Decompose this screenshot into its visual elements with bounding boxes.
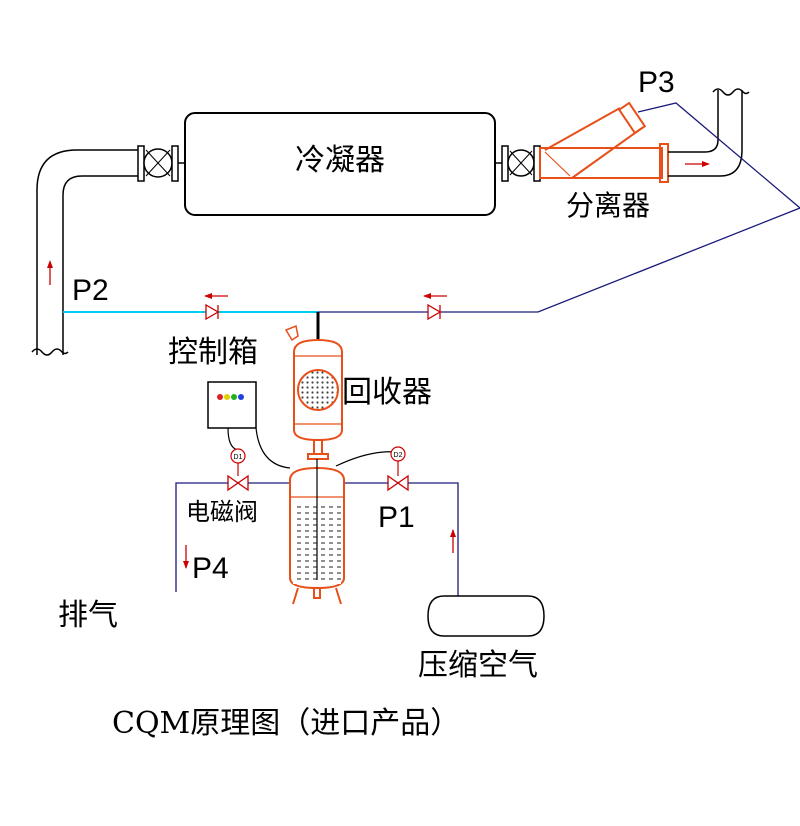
sensor-d2: D2	[390, 446, 406, 476]
flow-arrow-left-2	[423, 293, 447, 299]
solenoid-valve-label: 电磁阀	[186, 498, 258, 526]
svg-text:D1: D1	[234, 454, 243, 461]
tank-piping	[175, 482, 459, 600]
flow-arrow-right	[685, 161, 710, 167]
flow-arrow-up-left	[47, 260, 53, 285]
p1-label: P1	[378, 501, 415, 534]
indicator-yellow	[224, 394, 230, 400]
left-flange	[137, 145, 185, 182]
separator-label: 分离器	[566, 189, 650, 222]
condenser-label: 冷凝器	[295, 143, 385, 178]
recovery-label: 回收器	[342, 375, 432, 410]
indicator-green	[231, 394, 237, 400]
indicator-red	[217, 394, 223, 400]
p3-label: P3	[638, 66, 675, 99]
compressed-air-tank	[427, 595, 545, 637]
flow-arrow-down	[183, 545, 189, 569]
compressed-air-label: 压缩空气	[418, 648, 538, 683]
diagram-caption: CQM原理图（进口产品）	[112, 706, 460, 741]
flow-arrow-left-1	[204, 293, 228, 299]
svg-text:D2: D2	[394, 452, 403, 459]
solenoid-valve-right	[387, 474, 409, 492]
recovery-unit	[284, 324, 343, 460]
p4-label: P4	[192, 552, 229, 585]
separator	[539, 101, 669, 183]
check-valve-right	[427, 303, 442, 321]
flow-arrow-up-right	[450, 529, 456, 553]
control-box-label: 控制箱	[168, 335, 258, 370]
outlet-pipe	[668, 88, 750, 177]
navy-pressure-line	[318, 102, 800, 313]
indicator-blue	[238, 394, 244, 400]
left-return-pipe	[31, 149, 140, 356]
exhaust-label: 排气	[58, 598, 118, 633]
solenoid-valve-left	[227, 474, 249, 492]
check-valve-left	[205, 303, 220, 321]
right-flange	[495, 145, 541, 182]
condenser: 冷凝器	[184, 112, 496, 216]
p2-label: P2	[72, 274, 109, 307]
controller-box	[207, 381, 257, 429]
sensor-d1: D1	[230, 448, 246, 476]
